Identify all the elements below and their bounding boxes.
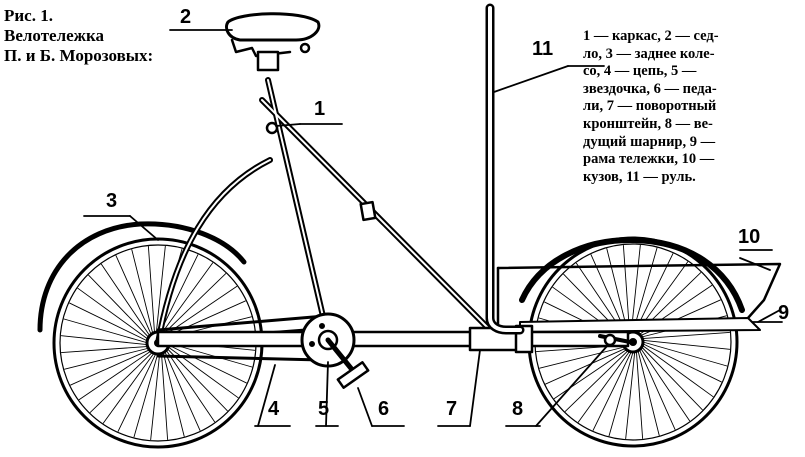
spoke xyxy=(162,351,185,437)
spoke xyxy=(162,273,227,335)
cart-frame xyxy=(519,317,761,333)
spoke xyxy=(89,351,154,413)
spoke xyxy=(166,345,239,399)
spoke xyxy=(88,274,150,339)
spoke xyxy=(69,302,149,342)
spoke xyxy=(642,343,722,383)
spoke xyxy=(147,246,156,335)
callout-3: 3 xyxy=(106,190,118,212)
callout-9: 9 xyxy=(778,302,790,324)
spoke xyxy=(640,347,691,422)
spoke xyxy=(133,352,159,438)
spoke xyxy=(150,352,161,441)
spoke xyxy=(131,249,154,335)
spoke xyxy=(641,331,730,340)
spoke xyxy=(622,245,631,334)
legend-line: 1 — каркас, 2 — сед- xyxy=(583,28,719,44)
legend-line: кузов, 11 — руль. xyxy=(583,168,696,185)
rear-fender xyxy=(37,221,247,333)
spoke xyxy=(160,351,169,440)
callout-1: 1 xyxy=(314,98,326,120)
caption-line: П. и Б. Морозовых: xyxy=(4,46,154,65)
spoke xyxy=(165,300,246,338)
spoke xyxy=(642,339,731,350)
legend-line: кронштейн, 8 — ве- xyxy=(583,115,713,132)
callout-10: 10 xyxy=(738,226,761,248)
spoke xyxy=(539,346,625,369)
callout-6: 6 xyxy=(378,398,390,420)
spoke xyxy=(63,318,149,344)
spoke xyxy=(637,350,660,436)
legend-line: ло, 3 — заднее коле- xyxy=(583,45,715,62)
spoke xyxy=(641,346,703,411)
callout-11: 11 xyxy=(532,38,554,60)
spoke xyxy=(102,351,156,424)
callout-7: 7 xyxy=(446,398,458,420)
spoke xyxy=(545,347,626,385)
legend-line: со, 4 — цепь, 5 — xyxy=(583,63,697,80)
spoke xyxy=(638,349,676,430)
spoke xyxy=(115,255,153,336)
spoke xyxy=(163,350,201,431)
chain xyxy=(156,314,327,362)
spoke xyxy=(564,350,629,412)
pedal xyxy=(325,337,370,389)
spoke xyxy=(117,352,157,432)
legend-line: дущий шарнир, 9 — xyxy=(583,133,716,150)
spoke xyxy=(625,351,636,440)
spoke xyxy=(553,349,628,400)
spoke xyxy=(635,350,644,439)
callout-leaders xyxy=(83,29,783,427)
spoke xyxy=(60,335,149,346)
cart-body xyxy=(496,262,782,320)
legend-line: ли, 7 — поворотный xyxy=(583,98,717,115)
spoke xyxy=(630,244,641,333)
spoke xyxy=(577,350,631,423)
spoke xyxy=(64,347,150,370)
handlebar xyxy=(485,3,525,335)
parts-legend: 1 — каркас, 2 — сед- ло, 3 — заднее коле… xyxy=(583,28,761,186)
spoke xyxy=(160,262,214,335)
callout-2: 2 xyxy=(180,6,192,28)
spoke xyxy=(77,287,150,341)
spoke xyxy=(608,351,634,437)
spoke xyxy=(155,245,166,334)
spoke xyxy=(78,350,153,401)
spoke xyxy=(159,254,199,334)
callout-5: 5 xyxy=(318,398,330,420)
spoke xyxy=(641,344,714,398)
figure-caption: Рис. 1. Велотележка П. и Б. Морозовых: xyxy=(4,6,153,66)
spoke xyxy=(592,351,632,431)
callout-8: 8 xyxy=(512,398,524,420)
legend-line: рама тележки, 10 — xyxy=(583,151,715,168)
spoke xyxy=(100,263,151,338)
spoke xyxy=(165,348,216,423)
main-beam xyxy=(156,330,630,348)
callout-4: 4 xyxy=(268,398,280,420)
legend-line: звездочка, 6 — педа- xyxy=(583,80,717,97)
spoke xyxy=(166,347,228,412)
spoke xyxy=(167,344,247,384)
caption-line: Велотележка xyxy=(4,26,105,45)
saddle xyxy=(225,12,321,72)
spoke xyxy=(61,345,150,354)
caption-line: Рис. 1. xyxy=(4,6,53,25)
spoke xyxy=(70,348,151,386)
spoke xyxy=(642,341,728,367)
spoke xyxy=(632,247,658,333)
